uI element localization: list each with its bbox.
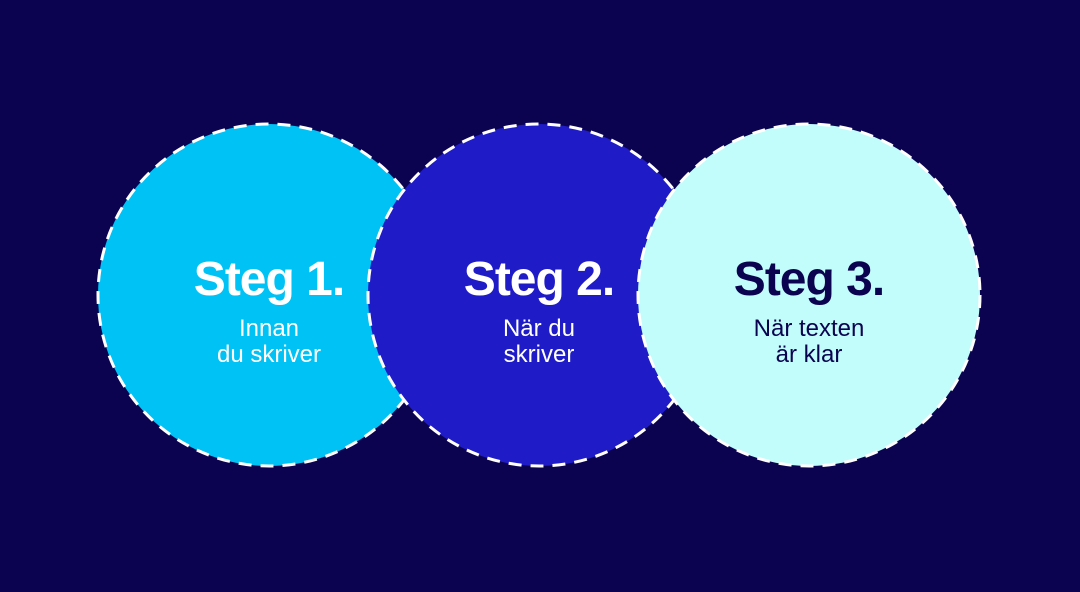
step-3: Steg 3. När texten är klar xyxy=(649,254,969,368)
step-1-subtitle: Innan du skriver xyxy=(216,315,322,368)
step-1: Steg 1. Innan du skriver xyxy=(109,254,429,368)
step-3-subtitle: När texten är klar xyxy=(753,315,865,368)
step-2: Steg 2. När du skriver xyxy=(379,254,699,368)
step-1-title: Steg 1. xyxy=(193,253,345,306)
step-2-title: Steg 2. xyxy=(463,253,615,306)
step-3-circle xyxy=(636,122,982,468)
step-3-title: Steg 3. xyxy=(733,253,885,306)
step-2-subtitle: När du skriver xyxy=(502,315,576,368)
